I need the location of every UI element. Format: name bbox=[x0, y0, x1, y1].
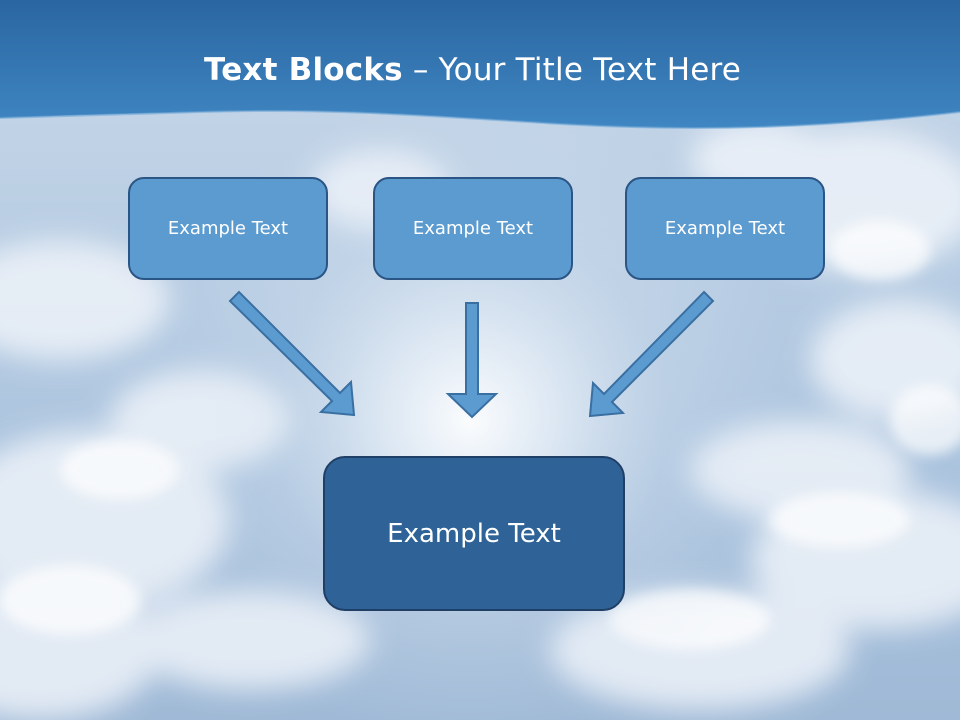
right-arrow bbox=[588, 290, 715, 418]
title-bold: Text Blocks bbox=[203, 52, 403, 88]
example-box-main-label: Example Text bbox=[387, 518, 561, 549]
left-arrow bbox=[228, 290, 356, 417]
slide-title: Text Blocks – Your Title Text Here bbox=[0, 52, 945, 88]
header-band bbox=[0, 0, 960, 128]
center-arrow bbox=[445, 302, 499, 419]
example-box-1-label: Example Text bbox=[167, 218, 289, 239]
title-dash: – bbox=[402, 52, 439, 88]
example-box-2-label: Example Text bbox=[412, 218, 534, 239]
example-box-2: Example Text bbox=[373, 177, 573, 280]
example-box-1: Example Text bbox=[128, 177, 328, 280]
example-box-3: Example Text bbox=[625, 177, 825, 280]
title-rest: Your Title Text Here bbox=[438, 52, 742, 88]
example-box-3-label: Example Text bbox=[664, 218, 786, 239]
example-box-main: Example Text bbox=[323, 456, 625, 611]
